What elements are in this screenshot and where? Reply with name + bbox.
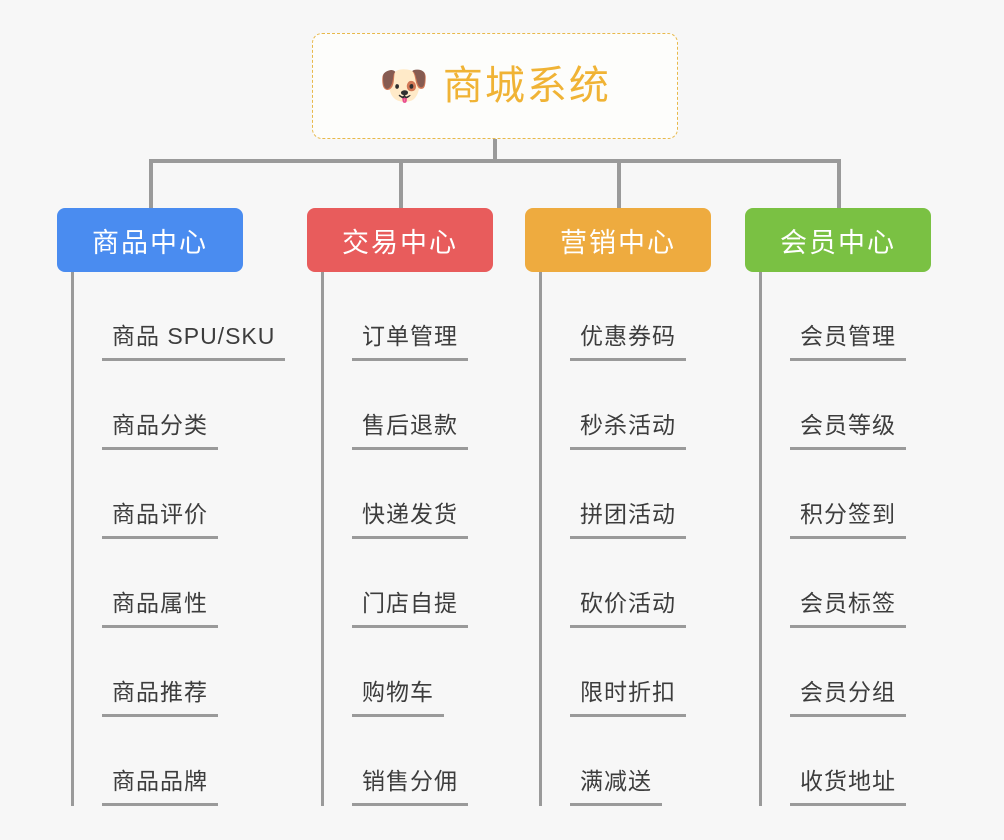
list-item-label: 商品推荐 [102,673,218,717]
list-item[interactable]: 商品分类 [74,361,243,450]
list-item-label: 拼团活动 [570,495,686,539]
connector-drop-2 [399,159,403,210]
branch-column-4: 会员中心 会员管理 会员等级 积分签到 会员标签 会员分组 收货地址 [745,208,931,806]
list-item[interactable]: 门店自提 [324,539,493,628]
branch-items-3: 优惠券码 秒杀活动 拼团活动 砍价活动 限时折扣 满减送 [539,272,711,806]
branch-column-1: 商品中心 商品 SPU/SKU 商品分类 商品评价 商品属性 商品推荐 商品品牌 [57,208,286,806]
list-item[interactable]: 会员管理 [762,272,931,361]
list-item[interactable]: 砍价活动 [542,539,711,628]
list-item[interactable]: 会员等级 [762,361,931,450]
list-item[interactable]: 快递发货 [324,450,493,539]
list-item-label: 商品属性 [102,584,218,628]
list-item-label: 积分签到 [790,495,906,539]
list-item-label: 销售分佣 [352,762,468,806]
list-item-label: 会员分组 [790,673,906,717]
list-item[interactable]: 积分签到 [762,450,931,539]
list-item[interactable]: 会员分组 [762,628,931,717]
list-item[interactable]: 销售分佣 [324,717,493,806]
list-item-label: 商品分类 [102,406,218,450]
list-item-label: 会员等级 [790,406,906,450]
list-item[interactable]: 商品属性 [74,539,243,628]
branch-header-1[interactable]: 商品中心 [57,208,243,272]
branch-header-2[interactable]: 交易中心 [307,208,493,272]
branch-column-3: 营销中心 优惠券码 秒杀活动 拼团活动 砍价活动 限时折扣 满减送 [525,208,711,806]
list-item[interactable]: 订单管理 [324,272,493,361]
list-item-label: 优惠券码 [570,317,686,361]
list-item[interactable]: 购物车 [324,628,493,717]
connector-root-vertical [493,139,497,161]
list-item[interactable]: 售后退款 [324,361,493,450]
list-item-label: 门店自提 [352,584,468,628]
list-item-label: 会员管理 [790,317,906,361]
branch-items-2: 订单管理 售后退款 快递发货 门店自提 购物车 销售分佣 [321,272,493,806]
list-item-label: 商品评价 [102,495,218,539]
list-item[interactable]: 收货地址 [762,717,931,806]
list-item[interactable]: 商品评价 [74,450,243,539]
list-item-label: 秒杀活动 [570,406,686,450]
list-item-label: 订单管理 [352,317,468,361]
branch-items-1: 商品 SPU/SKU 商品分类 商品评价 商品属性 商品推荐 商品品牌 [71,272,286,806]
connector-drop-3 [617,159,621,210]
branch-column-2: 交易中心 订单管理 售后退款 快递发货 门店自提 购物车 销售分佣 [307,208,493,806]
list-item[interactable]: 商品品牌 [74,717,243,806]
list-item[interactable]: 商品 SPU/SKU [74,272,286,361]
branch-header-3[interactable]: 营销中心 [525,208,711,272]
shiba-dog-emoji-icon: 🐶 [379,64,429,108]
list-item[interactable]: 秒杀活动 [542,361,711,450]
connector-drop-4 [837,159,841,210]
list-item-label: 会员标签 [790,584,906,628]
list-item[interactable]: 拼团活动 [542,450,711,539]
list-item-label: 售后退款 [352,406,468,450]
list-item-label: 商品 SPU/SKU [102,317,286,361]
list-item[interactable]: 商品推荐 [74,628,243,717]
list-item-label: 满减送 [570,762,662,806]
branch-items-4: 会员管理 会员等级 积分签到 会员标签 会员分组 收货地址 [759,272,931,806]
list-item-label: 砍价活动 [570,584,686,628]
root-node[interactable]: 🐶 商城系统 [312,33,678,139]
list-item[interactable]: 满减送 [542,717,711,806]
connector-drop-1 [149,159,153,210]
list-item-label: 快递发货 [352,495,468,539]
branch-header-4[interactable]: 会员中心 [745,208,931,272]
list-item-label: 购物车 [352,673,444,717]
list-item[interactable]: 优惠券码 [542,272,711,361]
list-item[interactable]: 限时折扣 [542,628,711,717]
connector-horizontal-bus [149,159,841,163]
list-item[interactable]: 会员标签 [762,539,931,628]
root-title: 商城系统 [442,64,611,108]
list-item-label: 限时折扣 [570,673,686,717]
list-item-label: 商品品牌 [102,762,218,806]
list-item-label: 收货地址 [790,762,906,806]
